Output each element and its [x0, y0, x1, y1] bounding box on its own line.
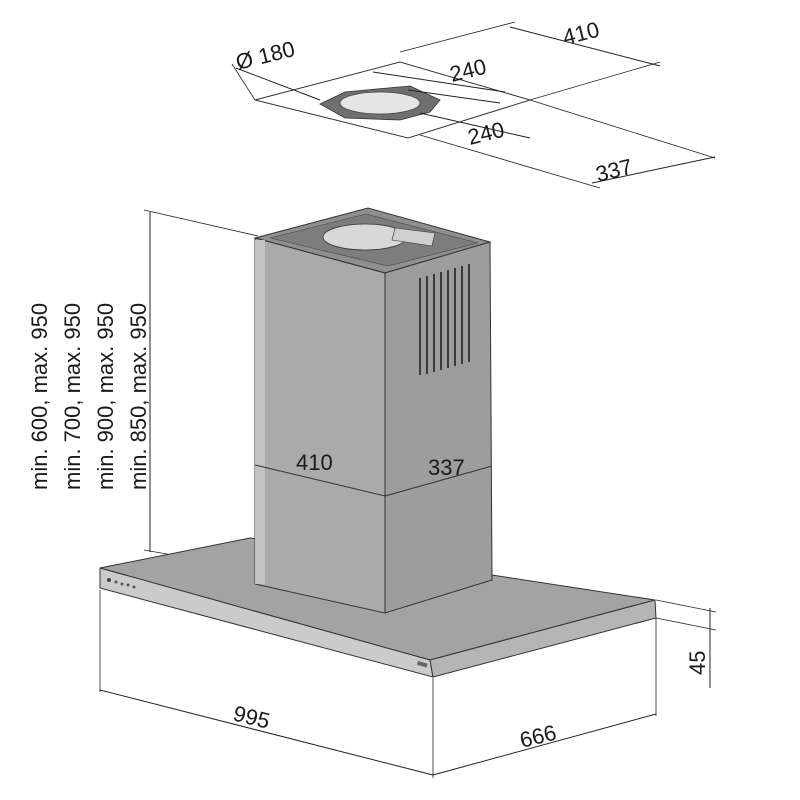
top-view-plan: [231, 21, 716, 189]
label-top-depth-inner: 240: [465, 117, 507, 150]
height-option-2: min. 700, max. 950: [60, 303, 85, 490]
outlet-opening: [339, 91, 421, 115]
vent-grille: [419, 264, 470, 375]
label-top-depth-outer: 337: [593, 154, 635, 187]
telescopic-joint-side: [384, 465, 493, 497]
chimney-outlet-tab: [391, 227, 436, 247]
label-chimney-width: 410: [296, 450, 333, 475]
height-dimension: [143, 209, 259, 571]
height-option-3: min. 900, max. 950: [93, 303, 118, 490]
control-button: [126, 583, 130, 587]
telescopic-joint-front: [254, 464, 386, 497]
label-canopy-width: 995: [231, 701, 273, 734]
label-top-width-outer: 410: [560, 17, 602, 50]
label-top-width-inner: 240: [447, 54, 489, 87]
control-button: [120, 582, 124, 586]
label-canopy-thickness: 45: [685, 651, 710, 675]
chimney-edge-strip: [255, 240, 265, 584]
height-option-4: min. 850, max. 950: [126, 303, 151, 490]
canopy-badge: [416, 661, 428, 668]
bottom-dimensions: [99, 590, 717, 778]
chimney: [253, 207, 493, 614]
label-chimney-depth: 337: [428, 455, 465, 480]
label-top-diameter: Ø 180: [233, 36, 297, 75]
control-button: [107, 578, 111, 582]
control-button: [132, 585, 136, 589]
chimney-side-face: [384, 241, 493, 614]
height-option-1: min. 600, max. 950: [27, 303, 52, 490]
label-canopy-depth: 666: [517, 720, 559, 753]
control-button: [114, 580, 118, 584]
chimney-front-face: [254, 237, 386, 614]
height-options: min. 600, max. 950 min. 700, max. 950 mi…: [27, 303, 151, 490]
